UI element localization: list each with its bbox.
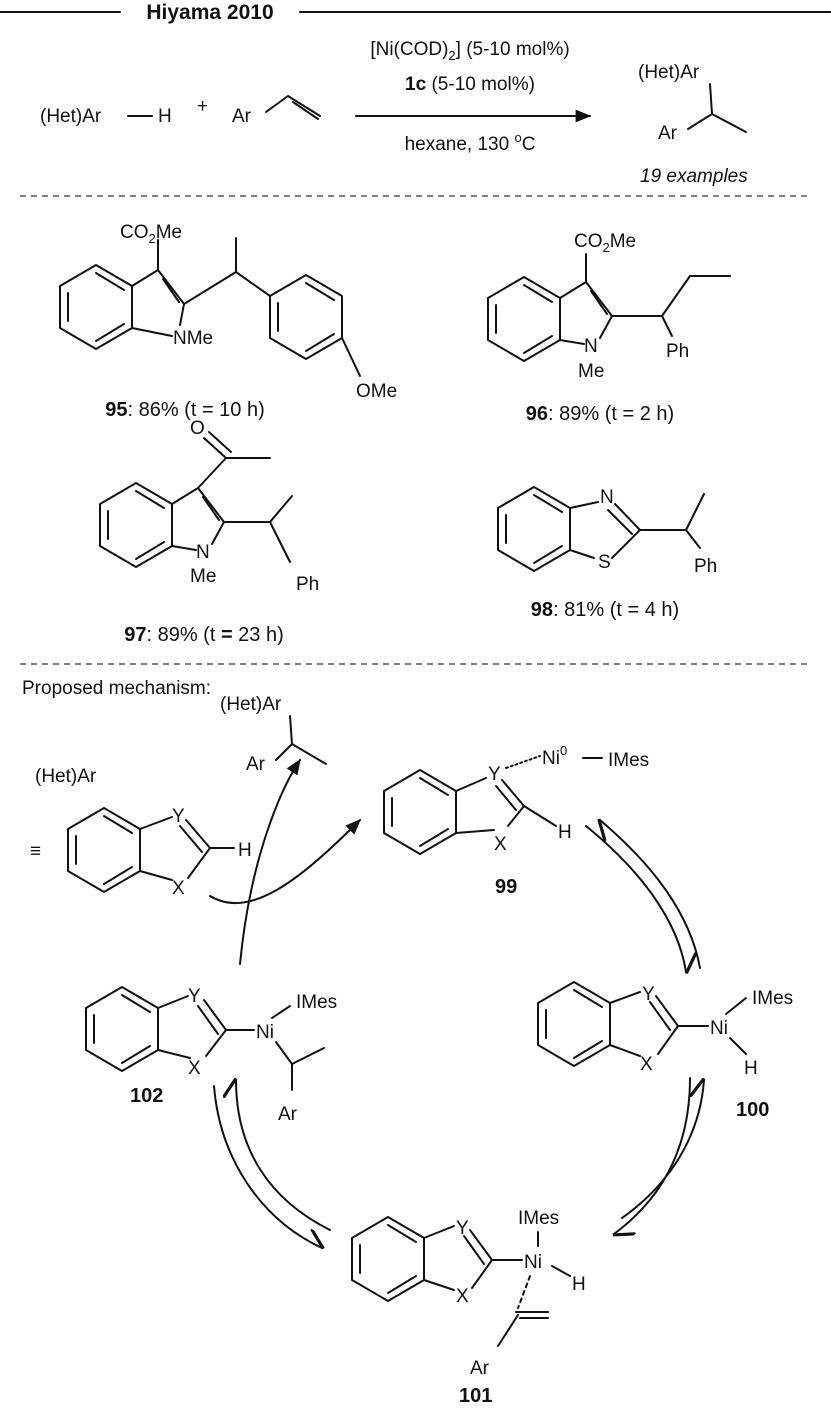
compound-96: N Me CO2Me Ph 96: 89% (t = 2 h) [487,231,731,425]
cmpd96-co2me-label: CO2Me [574,231,636,255]
c101-y-label: Y [456,1218,469,1239]
het-ar-x-label: X [172,878,185,899]
plus-sign: + [197,96,208,117]
cmpd96-ph-label: Ph [666,341,689,362]
header-title: Hiyama 2010 [146,1,273,24]
compound-97: N Me O Ph 97: 89% (t = 23 h) [99,418,319,646]
cmpd97-me-label: Me [190,566,216,587]
eq-arrow-99-100-fwd [585,825,686,972]
c101-h-label: H [572,1274,586,1295]
c99-y-label: Y [488,764,501,785]
eq-arrow-101-102-fwd [236,1080,331,1231]
c99-h-label: H [558,822,572,843]
c102-y-label: Y [188,986,201,1007]
cmpd96-n-label: N [584,336,598,357]
cycle-arrows [209,758,704,1248]
c100-caption: 100 [736,1099,769,1121]
cmpd98-ph-label: Ph [694,556,717,577]
het-ar-h-label: H [238,840,252,861]
cmpd96-caption: 96: 89% (t = 2 h) [526,403,674,425]
complex-99: Y X H Ni0 IMes 99 [383,743,649,898]
cmpd95-ome-label: OMe [356,381,397,402]
c100-imes-label: IMes [752,988,793,1009]
header: Hiyama 2010 [0,1,831,24]
het-ar-label: (Het)Ar [35,766,97,787]
complex-100: Y X Ni IMes H 100 [537,981,793,1121]
het-ar-structure: Y X H [67,806,252,899]
c99-caption: 99 [495,876,517,898]
c99-ni-label: Ni0 [542,743,567,769]
c101-ni-label: Ni [524,1252,542,1273]
cmpd98-s-label: S [598,552,611,573]
c102-ni-label: Ni [256,1022,274,1043]
cmpd96-me-label: Me [578,361,604,382]
c100-y-label: Y [642,984,655,1005]
equiv-sign: ≡ [30,841,41,862]
catalyst-label: [Ni(COD)2] (5-10 mol%) [370,39,569,63]
compound-98: N S Ph 98: 81% (t = 4 h) [497,486,717,621]
c101-x-label: X [456,1286,469,1307]
c99-imes-label: IMes [608,750,649,771]
examples-count: 19 examples [640,166,748,187]
eq-arrow-101-102-rev [213,1085,322,1248]
c100-h-label: H [744,1058,758,1079]
cmpd95-nme-label: NMe [173,328,213,349]
c101-imes-label: IMes [518,1208,559,1229]
eq-arrow-99-100-rev [600,820,701,969]
product-het-label: (Het)Ar [638,62,700,83]
c100-x-label: X [640,1054,653,1075]
c102-caption: 102 [130,1085,163,1107]
cmpd97-ph-label: Ph [296,574,319,595]
conditions-label: hexane, 130 oC [405,130,536,155]
het-ar-y-label: Y [172,806,185,827]
mech-product-ar-label: Ar [246,754,266,775]
c101-caption: 101 [459,1385,492,1407]
complex-101: Y X Ni IMes H Ar 101 [351,1208,586,1407]
reactant1-h-label: H [158,106,172,127]
reductive-elimination-arrow [239,758,301,965]
reactant2-ar-label: Ar [232,106,252,127]
c102-imes-label: IMes [296,992,337,1013]
cmpd95-co2me-label: CO2Me [120,222,182,246]
ligand-label: 1c (5-10 mol%) [405,74,535,95]
c101-ar-label: Ar [470,1358,490,1379]
cmpd98-n-label: N [600,487,614,508]
cmpd97-o-label: O [190,418,205,439]
product-ar-label: Ar [658,123,678,144]
complex-102: Y X Ni IMes Ar 102 [85,986,337,1125]
mech-product-het-label: (Het)Ar [220,694,282,715]
reaction: (Het)Ar H + Ar [Ni(COD)2] (5-10 mol%) 1c… [40,39,748,187]
mechanism-title: Proposed mechanism: [22,678,211,699]
cmpd97-n-label: N [196,542,210,563]
reactant1-het-label: (Het)Ar [40,106,102,127]
mechanism: Proposed mechanism: (Het)Ar ≡ Y X H (Het… [22,678,793,1407]
c100-ni-label: Ni [710,1018,728,1039]
c102-ar-label: Ar [278,1104,298,1125]
compound-95: NMe CO2Me OMe 95: 86% (t = 10 h) [59,222,397,421]
cmpd98-caption: 98: 81% (t = 4 h) [531,599,679,621]
eq-arrow-100-101-fwd [614,1077,691,1234]
c99-x-label: X [494,834,507,855]
substrate-entry-arrow [209,818,362,905]
mech-product: (Het)Ar Ar [220,694,327,775]
cmpd95-caption: 95: 86% (t = 10 h) [105,399,265,421]
cmpd97-caption: 97: 89% (t = 23 h) [124,624,284,646]
c102-x-label: X [188,1058,201,1079]
eq-arrow-100-101-rev [621,1080,704,1219]
